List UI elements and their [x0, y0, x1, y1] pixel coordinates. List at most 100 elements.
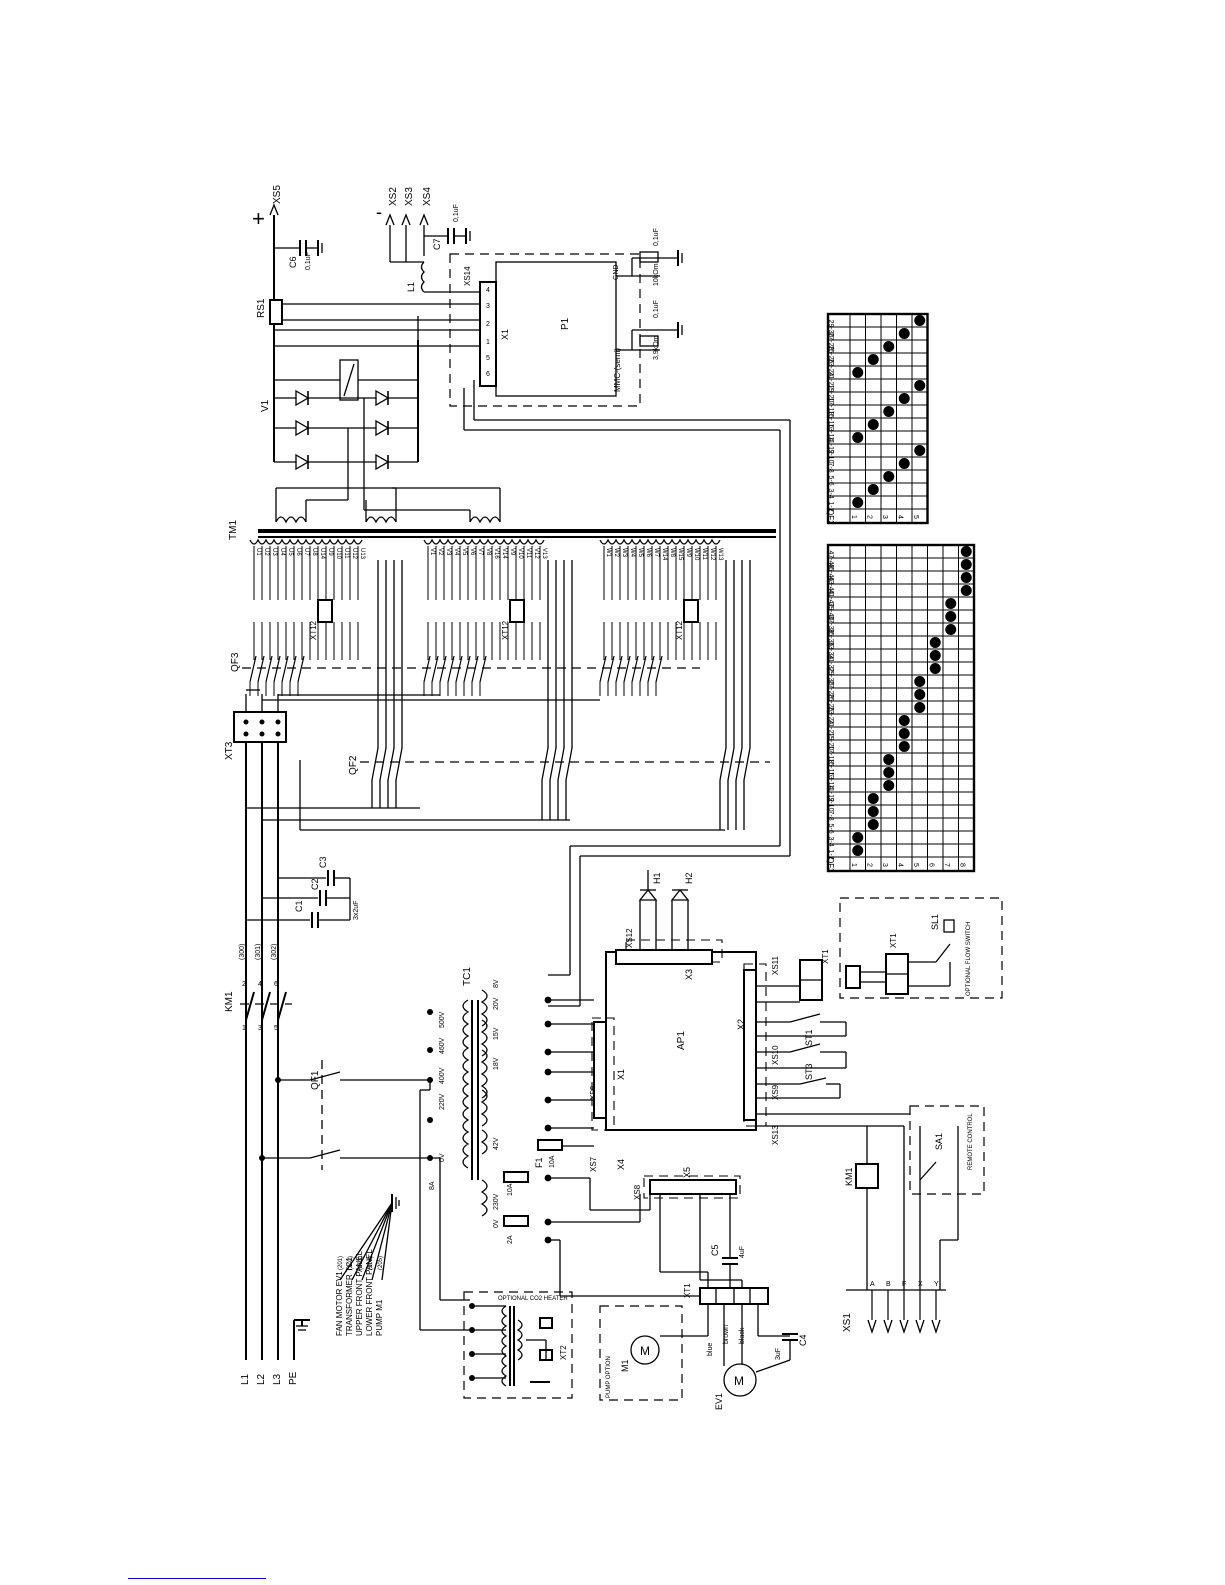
wire-label-301: (301): [255, 944, 262, 960]
breaker-qf2: QF2: [348, 560, 770, 830]
table-col-header: 47-48: [827, 551, 834, 569]
km1-coil-label: KM1: [844, 1167, 854, 1186]
tm1-tap-label: V7: [477, 548, 483, 556]
tm1-tap-label: U6: [295, 548, 301, 556]
ap1-xs10-label: XS10: [771, 1045, 780, 1065]
table-row-header: 8: [958, 863, 965, 867]
table-dot: [852, 497, 864, 508]
xt3-label: XT3: [224, 741, 235, 760]
tm1-tap-label: W11: [701, 548, 707, 561]
tm1-tap-label: V1: [429, 548, 435, 556]
p1-c2-value: 0,1uF: [653, 300, 660, 318]
tm1-tap-label: V11: [525, 548, 531, 559]
table-dot: [852, 832, 864, 843]
xt12-label-2: XT12: [501, 620, 510, 640]
table-dot: [914, 315, 926, 326]
table-col-header: 31-32: [827, 655, 834, 673]
table-row-header: 3: [881, 863, 888, 867]
xs2-label: XS2: [388, 187, 399, 206]
line-l1-label: L1: [240, 1373, 251, 1385]
table-dot: [867, 806, 879, 817]
tm1-tap-label: W14: [661, 548, 667, 561]
line-l2-label: L2: [256, 1373, 267, 1385]
table-title: QF3: [826, 857, 835, 873]
rs1-label: RS1: [256, 298, 267, 318]
tc1-fuse-10a: 10A: [507, 1183, 514, 1196]
c5-value: 4uF: [739, 1246, 746, 1258]
km1-terminal-2: 2: [242, 981, 246, 988]
xt12-label-3: XT12: [675, 620, 684, 640]
table-col-header: 9-10: [827, 450, 834, 464]
table-col-header: 5-6: [827, 476, 834, 486]
remote-control-title: REMOTE CONTROL: [968, 1113, 974, 1170]
table-dot: [929, 637, 941, 648]
table-col-header: 19-20: [827, 385, 834, 403]
wire-blue-label: blue: [707, 1343, 714, 1356]
tm1-label: TM1: [228, 520, 239, 540]
tc1-sec-230v: 230V: [493, 1193, 500, 1210]
tm1-tap-label: W13: [717, 548, 723, 561]
table-dot: [867, 419, 879, 430]
table-dot: [852, 367, 864, 378]
table-col-header: 33-34: [827, 642, 834, 660]
p1-pin-5: 5: [486, 355, 490, 362]
table-dot: [867, 819, 879, 830]
c-bank-value: 3x2uF: [353, 901, 360, 920]
rectifier-v1: V1: [260, 240, 490, 471]
p1-x1-label: X1: [500, 329, 510, 340]
table-row-header: 7: [943, 863, 950, 867]
h2-label: H2: [684, 872, 694, 884]
table-dot: [945, 624, 957, 635]
plus-sign: +: [252, 206, 265, 231]
tm1-tap-label: W7: [653, 548, 659, 558]
sa1-label: SA1: [934, 1133, 944, 1150]
table-col-header: 9-10: [827, 798, 834, 812]
contactor-km1: KM1 1 3 5 2 4 6 (300) (301) (302): [224, 944, 292, 1032]
c2-label: C2: [310, 878, 320, 890]
table-row-header: 2: [865, 515, 872, 519]
table-dot: [945, 611, 957, 622]
l1-choke-label: L1: [406, 282, 416, 292]
c1-label: C1: [294, 900, 304, 912]
tm1-tap-label: V8: [485, 548, 491, 556]
table-dot: [929, 650, 941, 661]
tm1-tap-label: U2: [263, 548, 269, 556]
ground-legend-num-3: (203): [358, 1256, 364, 1270]
ground-legend-num-2: (202): [348, 1256, 354, 1270]
m1-motor-symbol: M: [640, 1344, 650, 1358]
tm1-tap-label: W3: [621, 548, 627, 558]
control-board-ap1: AP1 X1 X2 X3 X4 X5 X56 XS7 XS8 XS9 XS10 …: [589, 928, 780, 1200]
ap1-xs13-label: XS13: [771, 1125, 780, 1145]
table-col-header: 29-30: [827, 668, 834, 686]
table-col-header: 45-46: [827, 564, 834, 582]
ground-legend-num-4: (204): [368, 1256, 374, 1270]
tc1-tap-460v: 460V: [439, 1037, 446, 1054]
table-col-header: 1-2: [827, 502, 834, 512]
tm1-tap-label: W10: [693, 548, 699, 561]
table-dot: [960, 559, 972, 570]
table-col-header: 27-28: [827, 681, 834, 699]
footer-rule: [128, 1578, 266, 1579]
table-dot: [898, 393, 910, 404]
h1-label: H1: [652, 872, 662, 884]
tc1-label: TC1: [462, 967, 473, 986]
st1-label: ST1: [804, 1029, 814, 1046]
breaker-qf3: QF3: [230, 652, 700, 696]
table-dot: [898, 728, 910, 739]
table-dot: [960, 546, 972, 557]
tm1-tap-label: V10: [517, 548, 523, 559]
xs3-label: XS3: [404, 187, 415, 206]
sl1-label: SL1: [930, 914, 940, 930]
table-row-header: 1: [850, 863, 857, 867]
tm1-tap-label: V2: [437, 548, 443, 556]
table-col-header: 13-14: [827, 772, 834, 790]
p1-r1-value: 10kOm: [653, 263, 660, 286]
ap1-xs9-label: XS9: [771, 1084, 780, 1100]
primary-windings: [275, 398, 501, 524]
table-row-header: 2: [865, 863, 872, 867]
xt1-bottom-label: XT1: [683, 1283, 692, 1298]
p1-xs14-label: XS14: [463, 266, 472, 286]
tm1-tap-label: U3: [271, 548, 277, 556]
switch-table-qf3: 47-4845-4643-4441-4239-4037-3835-3633-34…: [826, 543, 976, 873]
